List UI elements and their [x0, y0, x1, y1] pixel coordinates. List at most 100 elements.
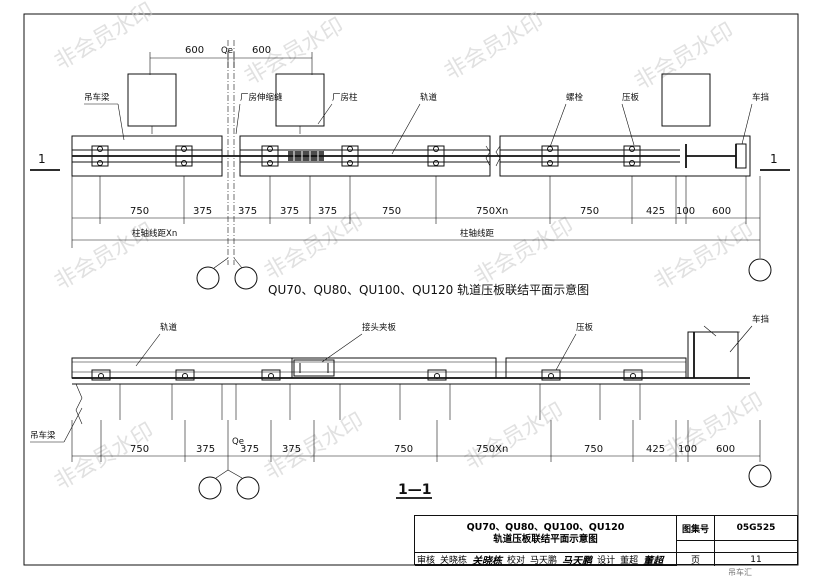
axis-bubble: [198, 476, 222, 500]
check-signature: 马天鹏: [562, 555, 593, 566]
label-rail: 轨道: [420, 92, 438, 103]
axis-mark: Qe: [221, 46, 233, 56]
design-signature: 董超: [643, 555, 664, 566]
label-joint-splice-plate: 接头夹板: [362, 322, 397, 333]
axis-bubble: [234, 266, 258, 290]
dim-section: 600: [716, 444, 735, 455]
design-label: 设计: [597, 555, 616, 566]
bolt-icon: [630, 373, 636, 379]
review-name: 关晓栋: [440, 555, 468, 566]
pressure-plate-group: [91, 145, 641, 167]
pressure-plate: [175, 369, 195, 381]
bolt-icon: [433, 146, 439, 152]
set-number-value: 05G525: [715, 516, 797, 541]
check-label: 校对: [507, 555, 526, 566]
plan-view: 600 600 Qe: [30, 40, 790, 297]
leader: [235, 103, 241, 135]
splice-plate: [288, 151, 324, 161]
page-number: 11: [750, 554, 762, 565]
axis-distance-right: 柱轴线距: [460, 228, 495, 239]
bolt-icon: [347, 146, 353, 152]
dim-section: 750: [130, 444, 149, 455]
leader: [63, 407, 83, 443]
splice-plate: [293, 359, 335, 377]
title-block-title: QU70、QU80、QU100、QU120 轨道压板联结平面示意图: [415, 516, 677, 553]
label-pressure-plate: 压板: [622, 92, 640, 103]
pressure-plate: [91, 369, 111, 381]
label-car-stop: 车挡: [752, 314, 769, 325]
check-name: 马天鹏: [530, 555, 558, 566]
dim-bottom: 600: [712, 206, 731, 217]
watermark-text: 非会员水印: [651, 219, 759, 296]
title-block: QU70、QU80、QU100、QU120 轨道压板联结平面示意图 图集号 05…: [414, 515, 798, 566]
bolt-icon: [181, 160, 187, 166]
leader: [117, 103, 125, 141]
bolt-icon: [267, 146, 273, 152]
label-column: 厂房柱: [332, 92, 358, 103]
dim-bottom: 375: [280, 206, 299, 217]
bolt-icon: [97, 146, 103, 152]
dim-section: 425: [646, 444, 665, 455]
dim-bottom: 100: [676, 206, 695, 217]
dim-section: 375: [196, 444, 215, 455]
bolt-icon: [433, 160, 439, 166]
column-box: [127, 73, 177, 127]
section-mark-right: 1: [770, 152, 778, 166]
leader: [317, 103, 333, 125]
watermark-text: 非会员水印: [661, 389, 769, 466]
break-mark: [495, 145, 501, 167]
dim-bottom: 375: [238, 206, 257, 217]
axis-bubble: [748, 464, 772, 488]
leader: [549, 103, 567, 148]
section-view: 轨道 接头夹板 压板 车挡 吊车梁 Qe 750 375 375: [30, 314, 772, 500]
bolt-icon: [267, 160, 273, 166]
watermark-text: 非会员水印: [631, 19, 739, 96]
dim-bottom: 750Xn: [476, 206, 508, 217]
axis-bubble: [196, 266, 220, 290]
axis-distance-left: 柱轴线距Xn: [132, 228, 177, 239]
rail-profile: [71, 357, 293, 379]
title-line-2: 轨道压板联结平面示意图: [493, 534, 598, 545]
watermark-text: 非会员水印: [461, 399, 569, 476]
plan-title: QU70、QU80、QU100、QU120 轨道压板联结平面示意图: [268, 282, 589, 297]
dim-section: 750: [394, 444, 413, 455]
break-mark: [703, 325, 717, 337]
label-rail: 轨道: [160, 322, 178, 333]
bolt-icon: [548, 373, 554, 379]
dim-bottom: 375: [318, 206, 337, 217]
pressure-plate: [427, 369, 447, 381]
bolt-icon: [97, 160, 103, 166]
sheet-border: [23, 13, 799, 566]
leader: [555, 333, 577, 371]
bolt-icon: [181, 146, 187, 152]
label-expansion-joint: 厂房伸缩缝: [240, 92, 283, 103]
label-crane-beam: 吊车梁: [84, 92, 110, 103]
axis-mark: Qe: [232, 437, 244, 447]
dim-ticks: [71, 176, 761, 258]
bolt-icon: [547, 146, 553, 152]
blank-cell: [677, 541, 715, 553]
review-signature: 关晓栋: [472, 555, 503, 566]
leader: [741, 103, 753, 145]
dim-bottom: 375: [193, 206, 212, 217]
axis-bubble: [236, 476, 260, 500]
watermark-text: 非会员水印: [471, 214, 579, 291]
dim-top-1: 600: [185, 45, 204, 56]
site-logo: 吊车汇: [728, 568, 752, 577]
watermark-text: 非会员水印: [261, 209, 369, 286]
watermark-text: 非会员水印: [441, 9, 549, 86]
stiffeners: [119, 384, 641, 420]
axis-leader: [215, 469, 229, 479]
watermark-text: 非会员水印: [51, 0, 159, 75]
section-bolts: [91, 369, 643, 381]
axis-leader: [227, 469, 243, 479]
leader: [729, 325, 753, 353]
axis-leader: [233, 257, 243, 269]
bolt-icon: [547, 160, 553, 166]
axis-leader: [213, 257, 229, 269]
dim-top-2: 600: [252, 45, 271, 56]
bolt-icon: [629, 146, 635, 152]
pressure-plate: [623, 369, 643, 381]
label-crane-beam: 吊车梁: [30, 430, 56, 441]
